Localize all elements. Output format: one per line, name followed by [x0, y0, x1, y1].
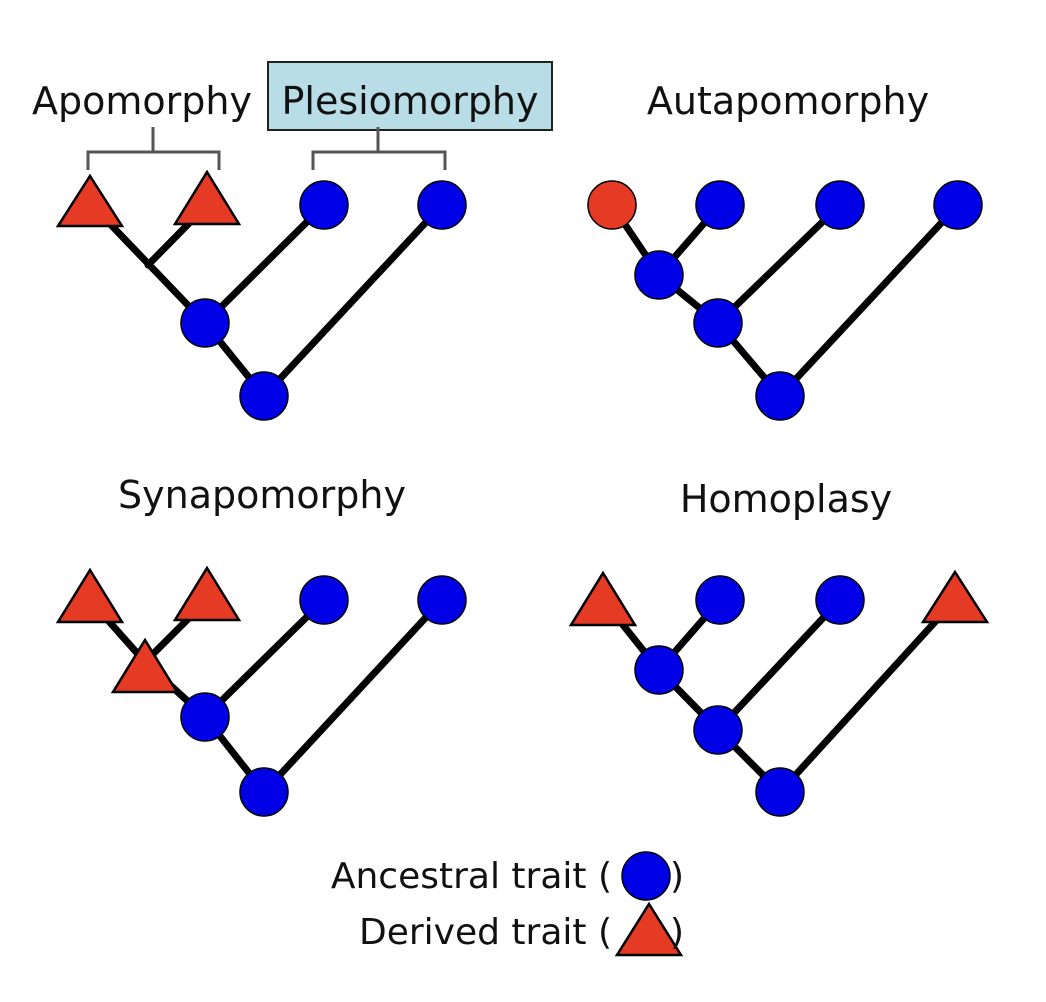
- tip-ancestral: [417, 180, 467, 230]
- legend-ancestral-close: ): [670, 856, 684, 897]
- branch: [776, 596, 959, 796]
- internal-node-ancestral: [239, 767, 289, 817]
- panel-homoplasy: Homoplasy: [568, 477, 990, 817]
- legend: Ancestral trait ( ) Derived trait ( ): [331, 851, 684, 957]
- plesiomorphy-highlight-box: [267, 61, 553, 131]
- branch: [201, 201, 328, 327]
- legend-derived-label: Derived trait (: [359, 912, 612, 953]
- legend-derived-triangle-icon: [614, 901, 684, 957]
- internal-node-ancestral: [693, 298, 743, 348]
- internal-node-ancestral: [180, 692, 230, 742]
- tip-derived: [172, 565, 242, 622]
- tip-derived: [172, 169, 242, 226]
- branch: [260, 596, 446, 796]
- branch: [260, 201, 446, 400]
- tip-ancestral: [815, 180, 865, 230]
- tip-autapomorphy: [587, 180, 637, 230]
- branch: [201, 596, 328, 721]
- tip-ancestral: [933, 180, 983, 230]
- panel-synapomorphy: Synapomorphy: [55, 473, 467, 817]
- internal-node-ancestral: [239, 371, 289, 421]
- plesiomorphy-label: Plesiomorphy: [281, 79, 538, 123]
- tip-derived: [920, 569, 990, 624]
- panel-autapomorphy: Autapomorphy: [587, 79, 983, 421]
- internal-node-ancestral: [634, 250, 684, 300]
- tip-derived: [568, 570, 638, 627]
- tip-ancestral: [417, 575, 467, 625]
- tip-derived: [55, 173, 125, 228]
- tip-ancestral: [299, 575, 349, 625]
- autapomorphy-title: Autapomorphy: [647, 79, 929, 123]
- internal-node-ancestral: [693, 705, 743, 755]
- internal-node-ancestral: [755, 371, 805, 421]
- internal-node-ancestral: [755, 767, 805, 817]
- legend-ancestral-circle-icon: [621, 851, 671, 901]
- tip-ancestral: [815, 575, 865, 625]
- tip-ancestral: [695, 180, 745, 230]
- branch: [776, 201, 962, 400]
- branch: [714, 596, 844, 734]
- apomorphy-bracket: [86, 127, 221, 170]
- tip-ancestral: [695, 575, 745, 625]
- synapomorphy-title: Synapomorphy: [118, 473, 406, 517]
- apomorphy-label: Apomorphy: [32, 79, 252, 123]
- legend-ancestral-label: Ancestral trait (: [331, 856, 612, 897]
- tip-ancestral: [299, 180, 349, 230]
- homoplasy-title: Homoplasy: [680, 477, 892, 521]
- internal-node-ancestral: [634, 645, 684, 695]
- internal-node-ancestral: [180, 298, 230, 348]
- tip-derived: [55, 567, 125, 624]
- internal-node-derived: [110, 637, 180, 694]
- plesiomorphy-bracket: [311, 127, 447, 170]
- panel-apomorphy-plesiomorphy: Apomorphy Plesiomorphy: [32, 61, 553, 421]
- branch: [714, 201, 844, 327]
- legend-derived-close: ): [670, 912, 684, 953]
